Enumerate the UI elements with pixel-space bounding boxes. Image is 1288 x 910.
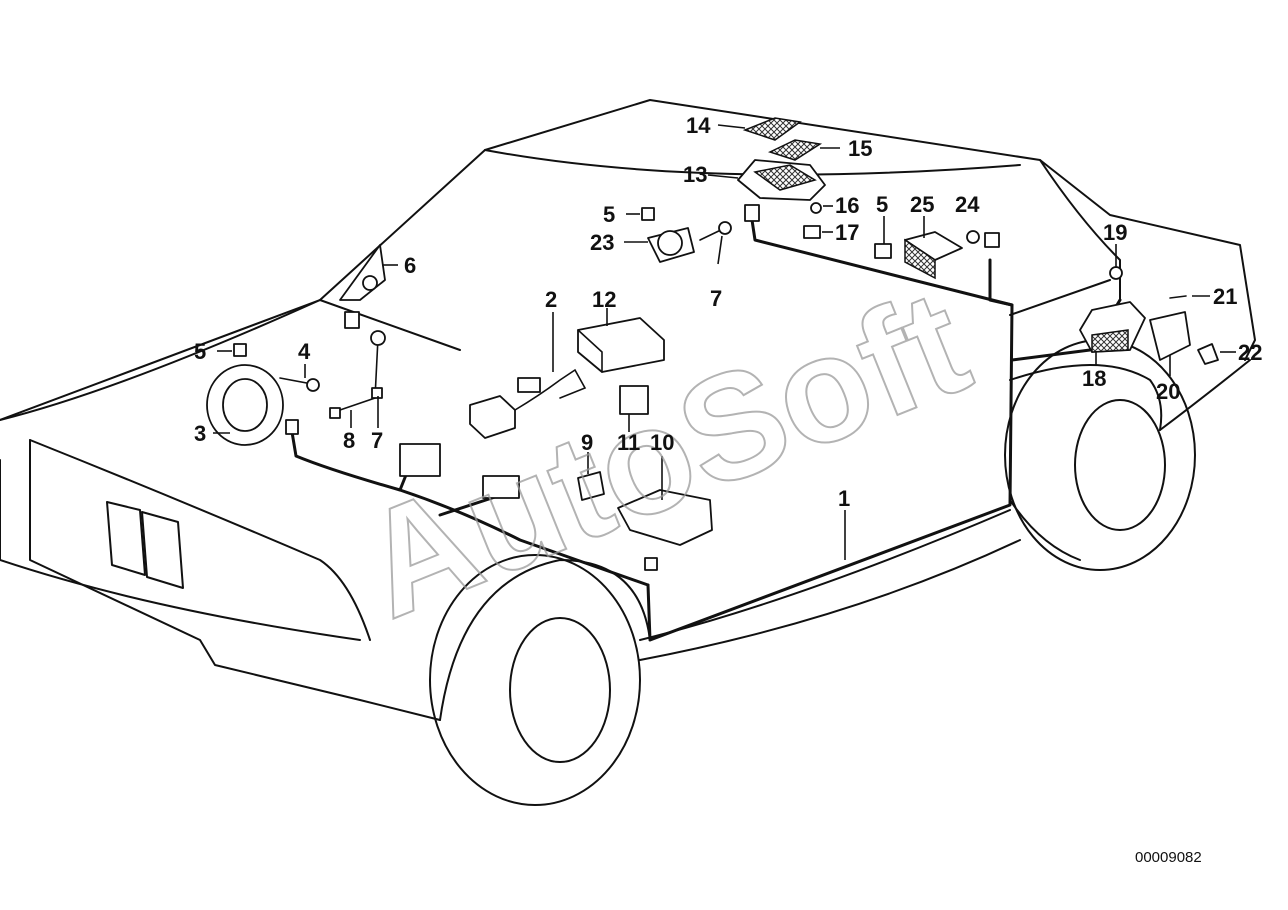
callout-9: 9 [581,430,593,455]
components [206,117,1219,571]
callout-12: 12 [592,287,616,312]
callout-17: 17 [835,220,859,245]
callout-8: 8 [343,428,355,453]
callout-21: 21 [1213,284,1237,309]
callout-19: 19 [1103,220,1127,245]
callout-11: 11 [617,430,640,455]
callout-20: 20 [1156,379,1180,404]
callout-22: 22 [1238,340,1262,365]
callout-5-front: 5 [194,339,206,364]
callout-7-upper: 7 [710,286,722,311]
callout-25: 25 [910,192,934,217]
callout-13: 13 [683,162,707,187]
callout-4: 4 [298,339,311,364]
callout-14: 14 [686,113,711,138]
callout-6: 6 [404,253,416,278]
leader-lines [213,124,1236,560]
callout-1: 1 [838,486,850,511]
callout-24: 24 [955,192,980,217]
callout-18: 18 [1082,366,1106,391]
callout-5-rear: 5 [876,192,888,217]
wiring-harness [290,218,1122,642]
callout-7-lower: 7 [371,428,383,453]
callout-labels: 14 15 13 16 17 5 5 25 24 19 6 23 7 2 12 … [194,113,1262,511]
callout-5-roof: 5 [603,202,615,227]
callout-23: 23 [590,230,614,255]
car-body-outline [0,99,1256,806]
callout-2: 2 [545,287,557,312]
callout-3: 3 [194,421,206,446]
callout-16: 16 [835,193,859,218]
callout-15: 15 [848,136,872,161]
document-number: 00009082 [1135,849,1202,866]
callout-10: 10 [650,430,674,455]
